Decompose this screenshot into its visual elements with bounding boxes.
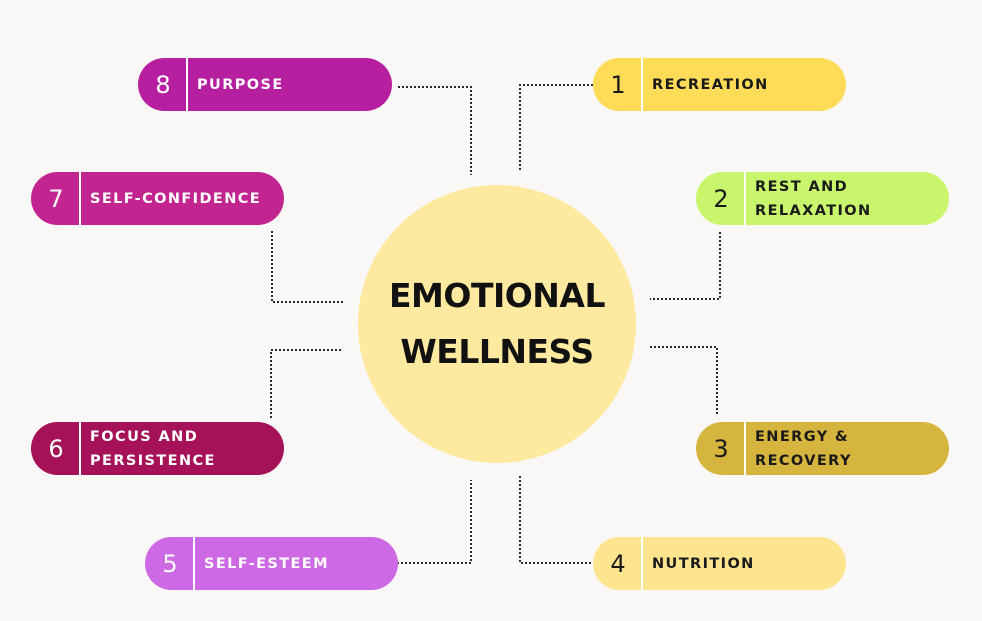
connector-6 — [270, 349, 343, 418]
item-label-line: PURPOSE — [197, 76, 284, 93]
item-divider — [641, 537, 643, 590]
item-number: 7 — [48, 184, 64, 213]
item-label-line: RECOVERY — [755, 452, 852, 469]
item-label: REST AND RELAXATION — [746, 175, 872, 223]
wellness-item-8: 8 PURPOSE — [138, 58, 392, 111]
item-label-line: PERSISTENCE — [90, 452, 216, 469]
item-label: SELF-CONFIDENCE — [81, 187, 261, 211]
connector-3 — [650, 346, 718, 415]
center-title-line2: WELLNESS — [400, 332, 594, 371]
item-label: FOCUS AND PERSISTENCE — [81, 425, 216, 473]
item-label: RECREATION — [643, 73, 769, 97]
item-divider — [744, 422, 746, 475]
wellness-item-5: 5 SELF-ESTEEM — [145, 537, 398, 590]
item-divider — [186, 58, 188, 111]
item-label-line: RELAXATION — [755, 202, 872, 219]
item-divider — [79, 422, 81, 475]
wellness-item-2: 2 REST AND RELAXATION — [696, 172, 949, 225]
item-divider — [641, 58, 643, 111]
item-number: 3 — [713, 434, 729, 463]
item-divider — [79, 172, 81, 225]
connector-8 — [398, 86, 472, 175]
connector-5 — [397, 480, 472, 564]
wellness-item-1: 1 RECREATION — [593, 58, 846, 111]
center-circle: EMOTIONAL WELLNESS — [358, 185, 636, 463]
wellness-item-3: 3 ENERGY & RECOVERY — [696, 422, 949, 475]
item-number: 2 — [713, 184, 729, 213]
item-label-line: SELF-ESTEEM — [204, 555, 329, 572]
item-label: PURPOSE — [188, 73, 284, 97]
item-label-line: REST AND — [755, 178, 849, 195]
item-divider — [193, 537, 195, 590]
connector-4 — [519, 476, 593, 564]
wellness-item-7: 7 SELF-CONFIDENCE — [31, 172, 284, 225]
item-label: NUTRITION — [643, 552, 755, 576]
item-number: 5 — [162, 549, 178, 578]
wellness-item-4: 4 NUTRITION — [593, 537, 846, 590]
item-label-line: NUTRITION — [652, 555, 755, 572]
item-number: 8 — [155, 70, 171, 99]
item-number: 1 — [610, 70, 626, 99]
center-title-line1: EMOTIONAL — [389, 276, 605, 315]
connector-1 — [519, 84, 593, 170]
item-label-line: RECREATION — [652, 76, 769, 93]
item-label-line: ENERGY & — [755, 428, 850, 445]
item-number: 6 — [48, 434, 64, 463]
item-divider — [744, 172, 746, 225]
connector-2 — [650, 232, 721, 300]
connector-7 — [271, 231, 345, 303]
wellness-item-6: 6 FOCUS AND PERSISTENCE — [31, 422, 284, 475]
item-label: ENERGY & RECOVERY — [746, 425, 852, 473]
item-label-line: SELF-CONFIDENCE — [90, 190, 262, 207]
item-label: SELF-ESTEEM — [195, 552, 329, 576]
item-label-line: FOCUS AND — [90, 428, 199, 445]
item-number: 4 — [610, 549, 626, 578]
